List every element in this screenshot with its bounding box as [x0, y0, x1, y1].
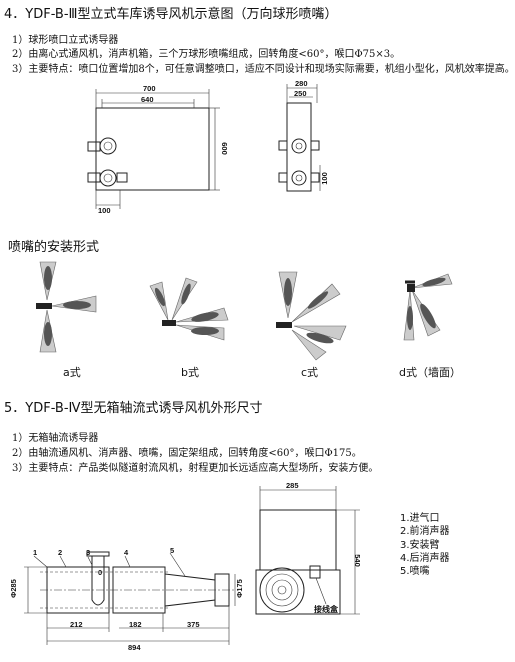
install-form-b	[149, 277, 229, 341]
dim-100-side: 100	[319, 172, 329, 185]
callout-4: 4	[124, 548, 129, 557]
dim-280: 280	[295, 79, 308, 88]
legend-item-5: 5.喷嘴	[400, 566, 430, 577]
dim-212: 212	[70, 620, 83, 629]
dim-d175: Φ175	[234, 579, 244, 598]
legend-item-1: 1.进气口	[400, 513, 440, 524]
section4-title: 4．YDF-B-Ⅲ型立式车库诱导风机示意图（万向球形喷嘴）	[4, 7, 338, 22]
callout-1: 1	[33, 548, 38, 557]
dim-640: 640	[141, 95, 154, 104]
axial-fan-side-drawing	[24, 551, 236, 645]
section4-item-1: 1）球形喷口立式诱导器	[12, 35, 119, 46]
callout-3: 3	[86, 548, 91, 557]
caption-d: d式（墙面）	[399, 366, 461, 379]
dim-d285: Φ285	[8, 579, 18, 598]
caption-a: a式	[63, 366, 81, 379]
callout-5: 5	[170, 546, 175, 555]
section4-item-3: 3）主要特点：喷口位置增加8个，可任意调整喷口，适应不同设计和现场实际需要，机组…	[12, 64, 515, 75]
section5-title: 5．YDF-B-Ⅳ型无箱轴流式诱导风机外形尺寸	[4, 401, 263, 416]
legend-item-2: 2.前消声器	[400, 526, 450, 537]
dim-700: 700	[143, 84, 156, 93]
dim-250: 250	[294, 89, 307, 98]
section5-item-2: 2）由轴流通风机、消声器、喷嘴，固定架组成，回转角度<60°，喉口Φ175。	[12, 448, 362, 459]
front-view-drawing	[87, 89, 220, 209]
section5-item-3: 3）主要特点：产品类似隧道射流风机，射程更加长远适应高大型场所，安装方便。	[12, 463, 379, 474]
dim-375: 375	[187, 620, 200, 629]
junction-box-label: 接线盒	[314, 605, 338, 614]
install-form-d	[403, 273, 453, 341]
label-zero: 0	[98, 568, 103, 577]
dim-100-front: 100	[98, 206, 111, 215]
side-view-drawing	[278, 84, 321, 192]
caption-c: c式	[301, 366, 319, 379]
dim-894: 894	[128, 643, 141, 652]
section4-item-2: 2）由离心式通风机，消声机箱，三个万球形喷嘴组成，回转角度<60°，喉口Φ75×…	[12, 49, 401, 60]
legend-item-4: 4.后消声器	[400, 553, 450, 564]
install-form-c	[276, 271, 347, 361]
callout-2: 2	[58, 548, 63, 557]
dim-285-width: 285	[286, 481, 299, 490]
install-title: 喷嘴的安装形式	[8, 240, 100, 255]
dim-600: 600	[219, 142, 229, 155]
dim-182: 182	[129, 620, 142, 629]
section5-item-1: 1）无箱轴流诱导器	[12, 433, 99, 444]
install-form-a	[36, 261, 97, 353]
legend-item-3: 3.安装臂	[400, 540, 440, 551]
axial-fan-front-drawing	[255, 486, 360, 615]
caption-b: b式	[181, 366, 199, 379]
dim-540: 540	[352, 554, 362, 567]
